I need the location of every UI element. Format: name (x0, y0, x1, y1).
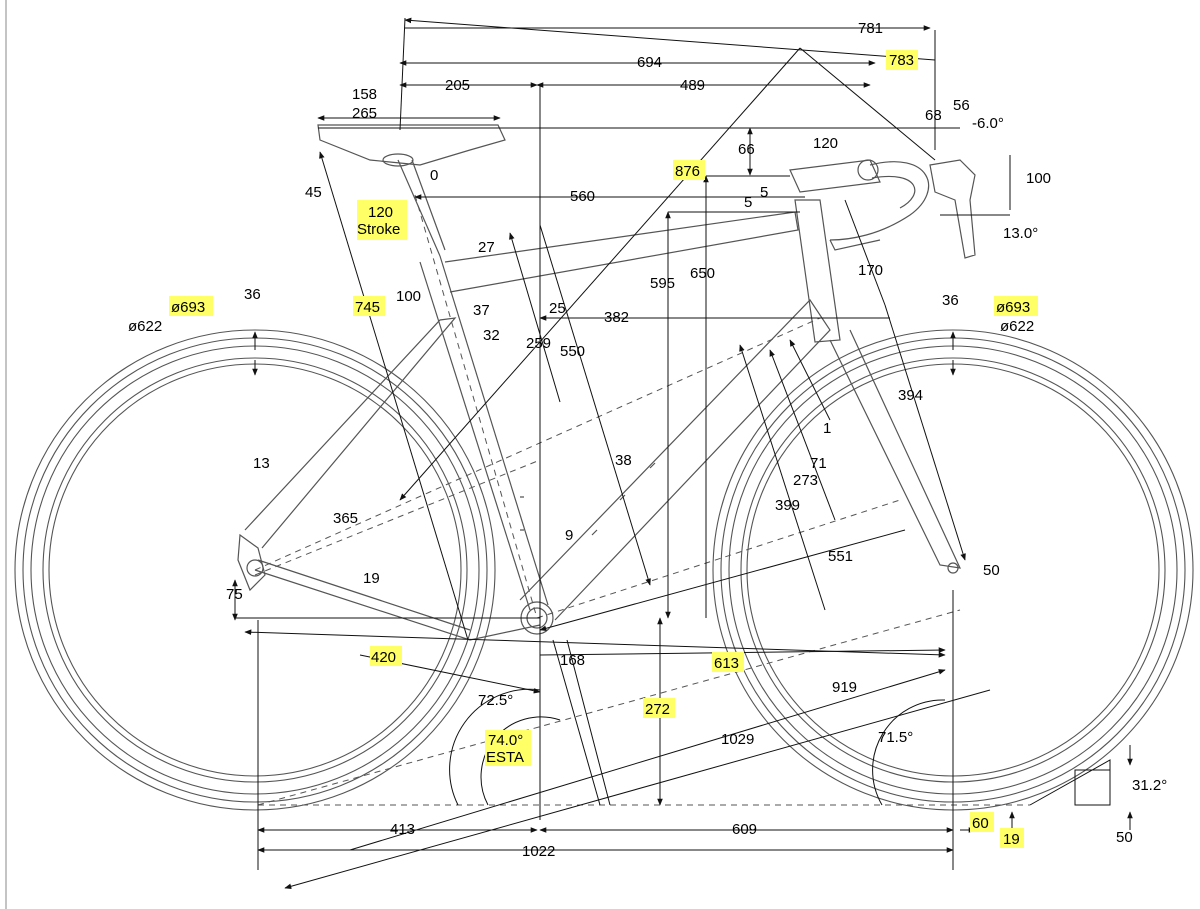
label-esta: ESTA (486, 749, 524, 766)
label-27: 27 (478, 239, 495, 256)
label-551: 551 (828, 548, 853, 565)
label-19-trail: 19 (1003, 831, 1020, 848)
label-100-seatpost: 100 (396, 288, 421, 305)
label-38: 38 (615, 452, 632, 469)
label-550: 550 (560, 343, 585, 360)
label-609: 609 (732, 821, 757, 838)
label-613: 613 (714, 655, 739, 672)
label-399: 399 (775, 497, 800, 514)
label-595: 595 (650, 275, 675, 292)
label-745: 745 (355, 299, 380, 316)
label-25: 25 (549, 300, 566, 317)
label-693-front: ø693 (996, 299, 1030, 316)
label-394: 394 (898, 387, 923, 404)
label-37: 37 (473, 302, 490, 319)
label-168: 168 (560, 652, 585, 669)
label-32: 32 (483, 327, 500, 344)
dimension-lines (232, 17, 1133, 889)
label-56: 56 (953, 97, 970, 114)
label-1022: 1022 (522, 843, 555, 860)
label-272: 272 (645, 701, 670, 718)
label-minus-6-deg: -6.0° (972, 115, 1004, 132)
label-50-axle: 50 (983, 562, 1000, 579)
label-259: 259 (526, 335, 551, 352)
label-781: 781 (858, 20, 883, 37)
reference-lines (254, 194, 1030, 806)
label-13: 13 (253, 455, 270, 472)
label-120-stroke-value: 120 (368, 204, 393, 221)
label-68: 68 (925, 107, 942, 124)
label-170: 170 (858, 262, 883, 279)
label-365: 365 (333, 510, 358, 527)
label-31-2-deg: 31.2° (1132, 777, 1167, 794)
label-413: 413 (390, 821, 415, 838)
label-783: 783 (889, 52, 914, 69)
label-120-stem: 120 (813, 135, 838, 152)
label-205: 205 (445, 77, 470, 94)
label-100-bar: 100 (1026, 170, 1051, 187)
label-74-deg: 74.0° (488, 732, 523, 749)
label-919: 919 (832, 679, 857, 696)
label-273: 273 (793, 472, 818, 489)
label-36-front: 36 (942, 292, 959, 309)
label-622-front: ø622 (1000, 318, 1034, 335)
label-420: 420 (371, 649, 396, 666)
bike-frame (237, 124, 976, 641)
label-265: 265 (352, 105, 377, 122)
label-19-chainstay: 19 (363, 570, 380, 587)
label-stroke: Stroke (357, 221, 400, 238)
label-650: 650 (690, 265, 715, 282)
label-60: 60 (972, 815, 989, 832)
label-622-rear: ø622 (128, 318, 162, 335)
label-0: 0 (430, 167, 438, 184)
label-36-rear: 36 (244, 286, 261, 303)
label-75: 75 (226, 586, 243, 603)
label-876: 876 (675, 163, 700, 180)
label-66: 66 (738, 141, 755, 158)
label-158: 158 (352, 86, 377, 103)
label-560: 560 (570, 188, 595, 205)
label-13-deg: 13.0° (1003, 225, 1038, 242)
label-1: 1 (823, 420, 831, 437)
label-71: 71 (810, 455, 827, 472)
label-694: 694 (637, 54, 662, 71)
label-45: 45 (305, 184, 322, 201)
label-693-rear: ø693 (171, 299, 205, 316)
label-1029: 1029 (721, 731, 754, 748)
label-5-a: 5 (760, 184, 768, 201)
label-382: 382 (604, 309, 629, 326)
highlight-boxes (169, 50, 1038, 848)
label-50-bottom: 50 (1116, 829, 1133, 846)
dimension-labels: 781 783 694 205 489 158 265 68 56 -6.0° … (128, 20, 1167, 860)
label-72-5-deg: 72.5° (478, 692, 513, 709)
label-5-b: 5 (744, 194, 752, 211)
label-71-5-deg: 71.5° (878, 729, 913, 746)
label-9: 9 (565, 527, 573, 544)
label-489: 489 (680, 77, 705, 94)
